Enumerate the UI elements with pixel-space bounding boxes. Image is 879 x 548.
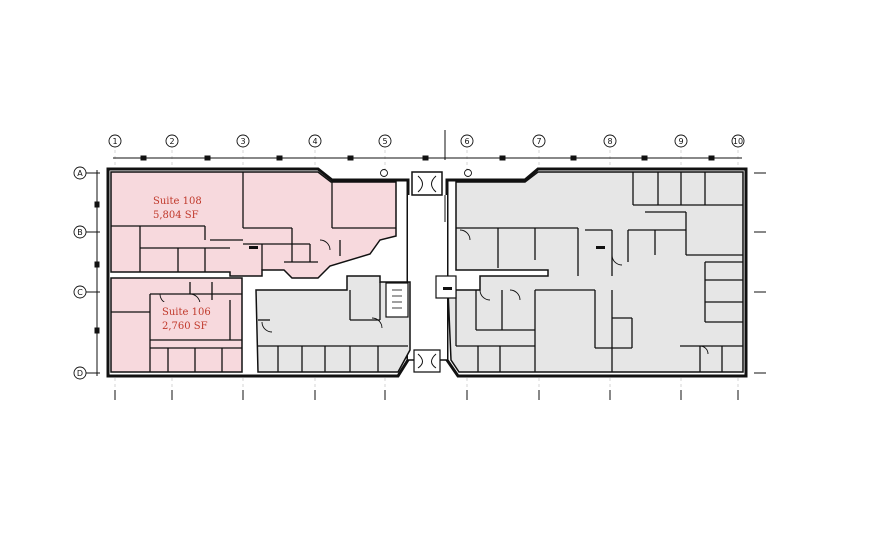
row-marker-b: B <box>73 225 87 239</box>
svg-text:9: 9 <box>678 137 683 146</box>
column-marker-4: 4 <box>308 134 322 148</box>
svg-text:A: A <box>77 169 83 178</box>
svg-text:3: 3 <box>240 137 245 146</box>
bottom-ticks <box>114 390 739 400</box>
column-marker-8: 8 <box>603 134 617 148</box>
svg-text:4: 4 <box>312 137 317 146</box>
interior-walls-right <box>455 172 743 372</box>
column-marker-5: 5 <box>378 134 392 148</box>
suite-106-label: Suite 106 2,760 SF <box>157 302 213 332</box>
suite-108-label: Suite 108 5,804 SF <box>153 196 202 221</box>
occupied-areas <box>255 171 744 373</box>
svg-text:C: C <box>77 288 83 297</box>
svg-text:D: D <box>77 369 83 378</box>
svg-text:1: 1 <box>112 137 117 146</box>
occupied-area-left-south <box>255 275 411 373</box>
column-marker-9: 9 <box>674 134 688 148</box>
column-marker-10: 10 <box>731 134 745 148</box>
column-marker-2: 2 <box>165 134 179 148</box>
interior-walls-suite-106 <box>111 282 242 372</box>
column-marker-7: 7 <box>532 134 546 148</box>
svg-text:6: 6 <box>464 137 469 146</box>
column-markers: 1 2 3 4 5 6 7 8 9 10 <box>108 134 745 148</box>
svg-text:5: 5 <box>382 137 387 146</box>
right-ticks <box>754 172 766 374</box>
suite-106-area-text: 2,760 SF <box>162 321 208 332</box>
column-marker-3: 3 <box>236 134 250 148</box>
suite-108-area <box>110 171 397 279</box>
row-marker-a: A <box>73 166 87 180</box>
svg-text:7: 7 <box>536 137 541 146</box>
interior-walls-suite-108 <box>111 172 396 272</box>
central-core <box>249 169 605 373</box>
suite-108-area-text: 5,804 SF <box>153 210 199 221</box>
row-marker-c: C <box>73 285 87 299</box>
svg-text:2: 2 <box>169 137 174 146</box>
column-marker-1: 1 <box>108 134 122 148</box>
svg-text:B: B <box>77 228 83 237</box>
suite-106-name: Suite 106 <box>162 307 211 318</box>
svg-text:8: 8 <box>607 137 612 146</box>
entry-vestibule-south <box>413 349 441 373</box>
left-dimension-line <box>86 170 100 376</box>
interior-walls-left-south <box>258 282 408 372</box>
entry-vestibule-north <box>411 171 443 196</box>
top-dimension-line <box>113 130 742 161</box>
column-circle-right <box>464 169 472 177</box>
svg-text:10: 10 <box>733 137 743 146</box>
stair <box>385 282 409 318</box>
door-swings <box>159 229 709 355</box>
occupied-area-right <box>447 171 744 373</box>
row-marker-d: D <box>73 366 87 380</box>
column-marker-6: 6 <box>460 134 474 148</box>
suite-108-name: Suite 108 <box>153 196 202 207</box>
row-markers: A B C D <box>73 166 87 380</box>
column-circle-left <box>380 169 388 177</box>
